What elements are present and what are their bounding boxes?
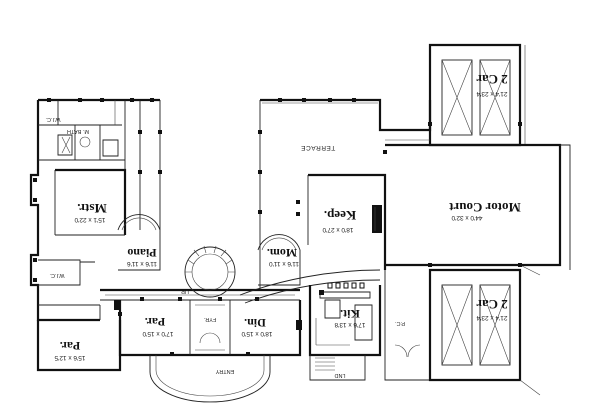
room-name-din: Din. [244,316,266,330]
room-dims-mom: 11'6 x 11'0 [269,260,299,267]
center-walls [100,98,432,403]
garage-columns [383,122,522,267]
room-dims-keep: 18'0 x 27'0 [322,226,353,233]
left-wing-walls [29,98,161,372]
label-lnd: LND [334,372,345,378]
label-m-bath: M. BATH [67,128,89,134]
room-dims-garage-top: 21'4 x 23'4 [476,90,507,97]
misc-labels: TERRACE W.I.C. M. BATH W.I.C. UP FYR. EN… [45,116,405,378]
room-dims-kit: 17'6 x 13'8 [334,321,365,328]
label-up: UP [181,288,189,294]
room-dims-par-center: 17'0 x 15'0 [142,330,173,337]
room-labels: 2 Car 21'4 x 23'4 2 Car 21'4 x 23'4 Moto… [54,72,521,361]
label-wic-top: W.I.C. [45,116,60,122]
room-name-garage-top: 2 Car [476,72,508,87]
room-name-keep: Keep. [324,208,356,223]
garage-walls [385,43,571,396]
room-dims-garage-bottom: 21'4 x 23'4 [476,314,507,321]
label-entry: ENTRY [215,368,234,374]
room-dims-par-left: 15'6 x 12'5 [54,354,85,361]
room-name-piano: Piano [127,246,156,260]
room-name-garage-bottom: 2 Car [476,297,508,312]
room-name-mom: Mom. [267,246,297,260]
room-name-motor-court: Motor Court [449,200,521,215]
kitchen-keep-walls [307,173,430,381]
room-dims-din: 18'0 x 15'0 [241,330,272,337]
room-name-kit: Kit. [340,307,360,321]
room-dims-motor-court: 44'0 x 32'0 [451,214,482,221]
label-wic-bottom: W.I.C. [49,272,64,278]
room-name-mstr: Mstr. [77,201,107,216]
label-fyr: FYR. [203,316,216,322]
room-name-par-center: Par. [145,315,166,329]
center-columns [114,98,356,356]
room-name-par-left: Par. [60,339,81,353]
label-pc: P.C. [395,320,405,326]
room-dims-mstr: 15'1 x 22'0 [74,216,105,223]
room-dims-piano: 11'6 x 11'6 [127,260,157,267]
label-terrace: TERRACE [301,144,336,151]
